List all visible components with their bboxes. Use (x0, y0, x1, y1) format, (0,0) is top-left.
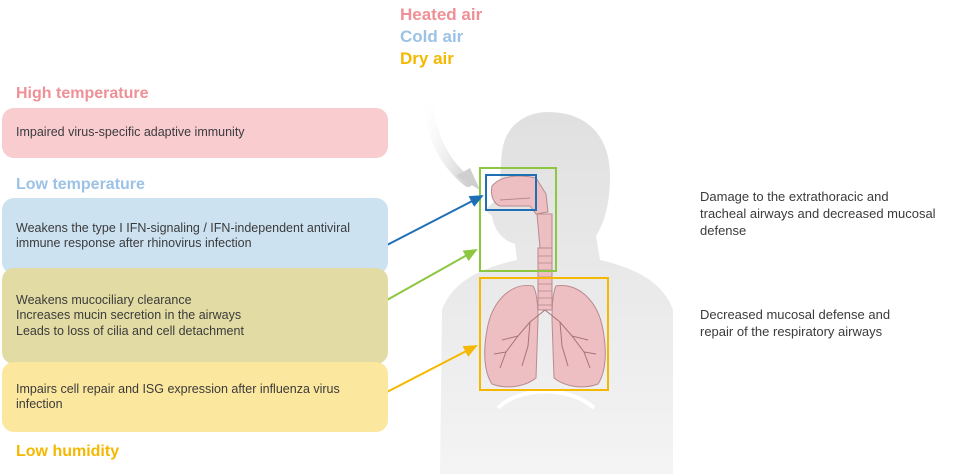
section-title-high-temperature: High temperature (16, 85, 149, 102)
effect-upper-airways: Damage to the extrathoracic and tracheal… (700, 188, 936, 239)
airflow-arrow (421, 87, 473, 187)
nasal-region-frame (485, 174, 537, 211)
box-text-line: infection (16, 397, 63, 411)
box-high-temperature-effect: Impaired virus-specific adaptive immunit… (2, 108, 388, 158)
box-text-line: Impaired virus-specific adaptive immunit… (16, 125, 245, 140)
section-title-low-temperature: Low temperature (16, 176, 145, 193)
legend-heated-air: Heated air (400, 5, 483, 24)
box-text-line: Weakens the type I IFN-signaling / IFN-i… (16, 220, 350, 235)
effect-text-line: tracheal airways and decreased mucosal (700, 206, 936, 221)
legend-dry-air: Dry air (400, 49, 454, 68)
airflow-arrowhead (456, 168, 480, 190)
diaphragm (496, 389, 596, 410)
lungs (484, 284, 606, 388)
lung-region-frame (479, 277, 609, 391)
box-text-line: immune response after rhinovirus infecti… (16, 236, 252, 250)
effect-text-line: Decreased mucosal defense and (700, 307, 891, 322)
bronchial-tree (493, 309, 597, 369)
blue-arrow (386, 195, 484, 246)
box-text-line: Leads to loss of cilia and cell detachme… (16, 323, 244, 338)
box-text-line: Weakens mucociliary clearance (16, 292, 192, 307)
box-mucociliary-clearance: Weakens mucociliary clearance Increases … (2, 268, 388, 364)
effect-text-line: defense (700, 223, 747, 238)
section-title-low-humidity: Low humidity (16, 443, 120, 460)
upper-airway (491, 175, 553, 249)
box-antiviral-response: Weakens the type I IFN-signaling / IFN-i… (2, 198, 388, 274)
effect-text-line: Damage to the extrathoracic and (700, 189, 889, 204)
legend: Heated air Cold air Dry air (400, 4, 482, 70)
effect-respiratory-airways: Decreased mucosal defense and repair of … (700, 306, 890, 340)
box-text-line: Impairs cell repair and ISG expression a… (16, 381, 340, 396)
effect-text-line: repair of the respiratory airways (700, 324, 883, 339)
box-cell-repair: Impairs cell repair and ISG expression a… (2, 362, 388, 432)
green-arrow (386, 249, 478, 301)
yellow-arrow (386, 345, 478, 393)
upper-airway-region-frame (479, 167, 557, 272)
legend-cold-air: Cold air (400, 27, 464, 46)
box-text-line: Increases mucin secretion in the airways (16, 308, 242, 323)
